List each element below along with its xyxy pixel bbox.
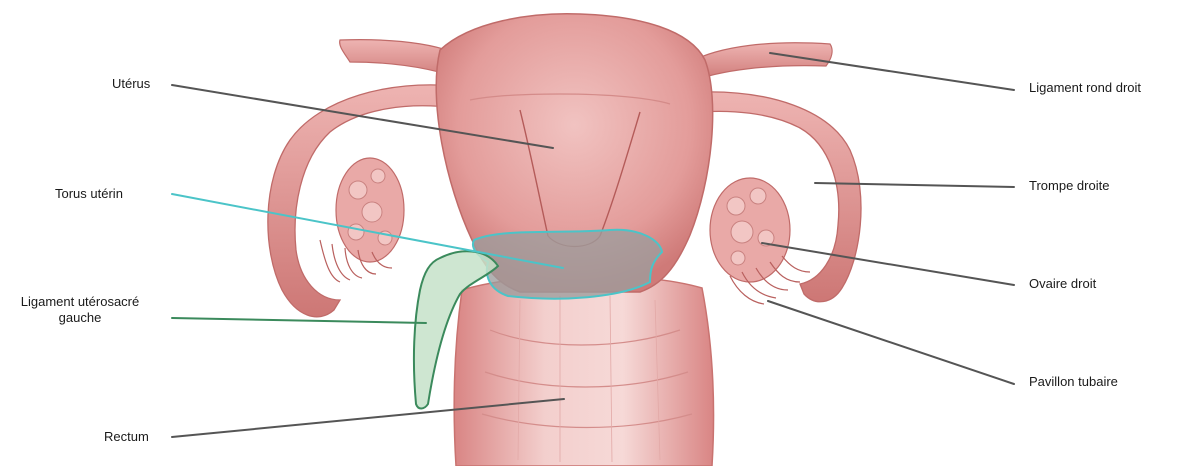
- label-uterus: Utérus: [112, 76, 150, 92]
- leader-ovaire: [762, 243, 1014, 285]
- label-ligament-rond: Ligament rond droit: [1029, 80, 1141, 96]
- label-torus: Torus utérin: [55, 186, 123, 202]
- rectum-shape: [454, 275, 713, 466]
- right-ovary: [710, 178, 790, 282]
- leader-ligament-uterosacre: [172, 318, 426, 323]
- torus-region: [473, 230, 662, 299]
- leader-pavillon: [768, 301, 1014, 384]
- label-pavillon: Pavillon tubaire: [1029, 374, 1118, 390]
- label-trompe: Trompe droite: [1029, 178, 1109, 194]
- label-ovaire: Ovaire droit: [1029, 276, 1096, 292]
- label-rectum: Rectum: [104, 429, 149, 445]
- label-ligament-uterosacre: Ligament utérosacré gauche: [10, 294, 150, 326]
- left-ovary: [336, 158, 404, 262]
- leader-ligament-rond: [770, 53, 1014, 90]
